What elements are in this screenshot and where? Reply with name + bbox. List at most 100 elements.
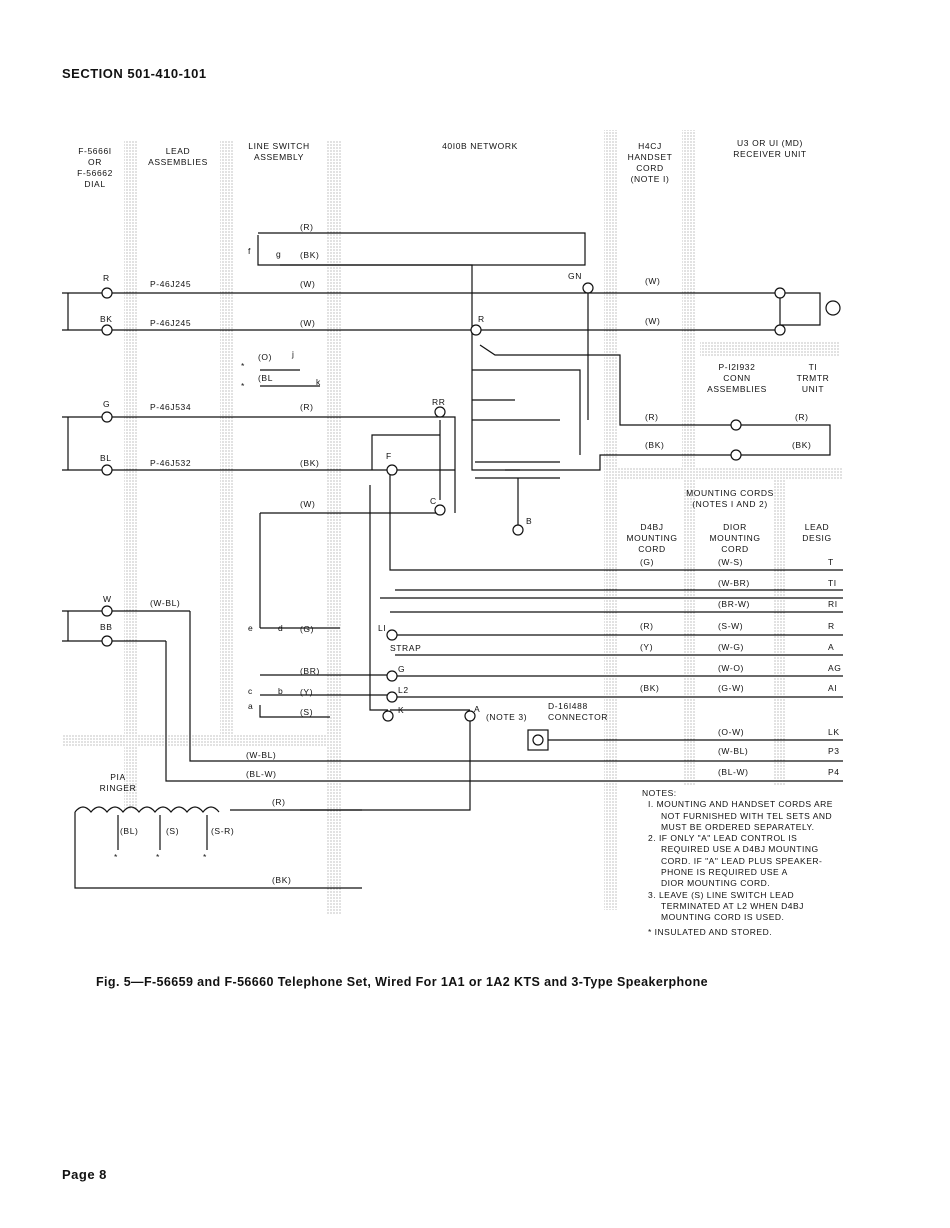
figure-caption: Fig. 5—F-56659 and F-56660 Telephone Set… <box>96 975 708 989</box>
stored-lead-marker: * <box>114 852 118 862</box>
lead-assembly-code: P-46J534 <box>150 402 192 412</box>
network-header: 40I0B NETWORK <box>442 141 518 151</box>
trmtr-wire-label: (BK) <box>645 440 665 450</box>
stored-lead-marker: * <box>203 852 207 862</box>
handset-wire-label: (W) <box>645 316 661 326</box>
cord-desig-cell: AI <box>828 683 838 693</box>
dial-wiring <box>62 292 843 782</box>
note-line: MOUNTING CORD IS USED. <box>661 912 785 923</box>
cord-dior-cell: (BR-W) <box>718 599 750 609</box>
switch-wiring <box>257 232 589 718</box>
wire-label: (W-BL) <box>246 750 277 760</box>
ringer-tap-label: (S) <box>166 826 180 836</box>
dial-terminal-label: R <box>103 273 110 283</box>
lead-assembly-code: P-46J532 <box>150 458 192 468</box>
wire-label: (R) <box>300 402 314 412</box>
mounting-cords-header: MOUNTING CORDS(NOTES I AND 2) <box>686 488 774 509</box>
wire-label: (BR) <box>300 666 320 676</box>
network-terminal-label: L2 <box>398 685 409 695</box>
wire-label: (W) <box>300 318 316 328</box>
cord-dior-cell: (W-G) <box>718 642 744 652</box>
separator-band <box>682 130 696 480</box>
cord-desig-cell: RI <box>828 599 838 609</box>
connector-name: CONNECTOR <box>548 712 609 722</box>
note-line: MUST BE ORDERED SEPARATELY. <box>661 821 815 832</box>
network-terminal-label: F <box>386 451 392 461</box>
separator-band <box>774 480 786 785</box>
cord-desig-cell: P3 <box>828 746 840 756</box>
cord-desig-cell: TI <box>828 578 837 588</box>
connector-note: (NOTE 3) <box>486 712 528 722</box>
note-line: TERMINATED AT L2 WHEN D4BJ <box>661 900 804 911</box>
separator-band <box>700 342 840 356</box>
switch-contact-label: f <box>248 246 251 256</box>
separator-band <box>62 735 332 747</box>
page-number: Page 8 <box>62 1167 107 1182</box>
note-line: 3. LEAVE (S) LINE SWITCH LEAD <box>648 889 795 900</box>
notes-block: NOTES: I. MOUNTING AND HANDSET CORDS ARE… <box>642 788 833 938</box>
network-terminal-label: R <box>478 314 485 324</box>
note-line: CORD. IF "A" LEAD PLUS SPEAKER- <box>661 855 823 866</box>
network-terminal-label: GN <box>568 271 582 281</box>
network-terminal-label: G <box>398 664 406 674</box>
wire-label: (BK) <box>272 875 292 885</box>
wire-label: (W-BL) <box>150 598 181 608</box>
ringer-tap-label: (BL) <box>120 826 139 836</box>
separator-band <box>124 140 138 810</box>
lead-assembly-code: P-46J245 <box>150 318 192 328</box>
network-terminal-label: RR <box>432 397 446 407</box>
cord-d4bj-cell: (R) <box>640 621 654 631</box>
handset-wire-label: (W) <box>645 276 661 286</box>
cord-desig-cell: A <box>828 642 835 652</box>
switch-contact-label: (O) <box>258 352 273 362</box>
network-terminal-label: K <box>398 705 405 715</box>
cord-desig-cell: P4 <box>828 767 840 777</box>
terminals <box>101 282 841 751</box>
separator-band <box>618 468 843 480</box>
cord-dior-cell: (O-W) <box>718 727 745 737</box>
separator-band <box>326 140 342 915</box>
separator-band <box>604 130 618 910</box>
dial-terminal-label: G <box>103 399 111 409</box>
cord-dior-cell: (BL-W) <box>718 767 749 777</box>
network-wiring <box>369 330 843 711</box>
switch-contact-label: d <box>278 623 284 633</box>
cord-d4bj-cell: (G) <box>640 557 655 567</box>
note-line: REQUIRED USE A D4BJ MOUNTING <box>661 844 819 855</box>
separator-band <box>684 480 696 785</box>
dial-terminal-label: BK <box>100 314 113 324</box>
cord-desig-cell: LK <box>828 727 840 737</box>
trmtr-wire-label: (R) <box>645 412 659 422</box>
network-terminal-label: LI <box>378 623 387 633</box>
wire-label: (Y) <box>300 687 314 697</box>
switch-contact-label: (BL <box>258 373 274 383</box>
dial-terminal-label: W <box>103 594 112 604</box>
dial-terminal-label: BL <box>100 453 112 463</box>
note-line: * INSULATED AND STORED. <box>648 926 773 937</box>
wire-label: (BK) <box>300 458 320 468</box>
lead-assembly-code: P-46J245 <box>150 279 192 289</box>
ringer-wiring <box>74 806 362 889</box>
switch-contact-label: b <box>278 686 284 696</box>
network-terminal-label: B <box>526 516 533 526</box>
receiver-symbol <box>825 300 841 316</box>
cord-dior-cell: (G-W) <box>718 683 745 693</box>
wire-label: (R) <box>300 222 314 232</box>
wire-label: (S) <box>300 707 314 717</box>
connector-code: D-16I488 <box>548 701 588 711</box>
wire-label: (BK) <box>300 250 320 260</box>
note-line: DIOR MOUNTING CORD. <box>661 878 771 889</box>
cord-dior-cell: (W-S) <box>718 557 744 567</box>
cord-desig-cell: R <box>828 621 835 631</box>
note-line: NOT FURNISHED WITH TEL SETS AND <box>661 810 833 821</box>
switch-contact-label: j <box>292 349 295 359</box>
